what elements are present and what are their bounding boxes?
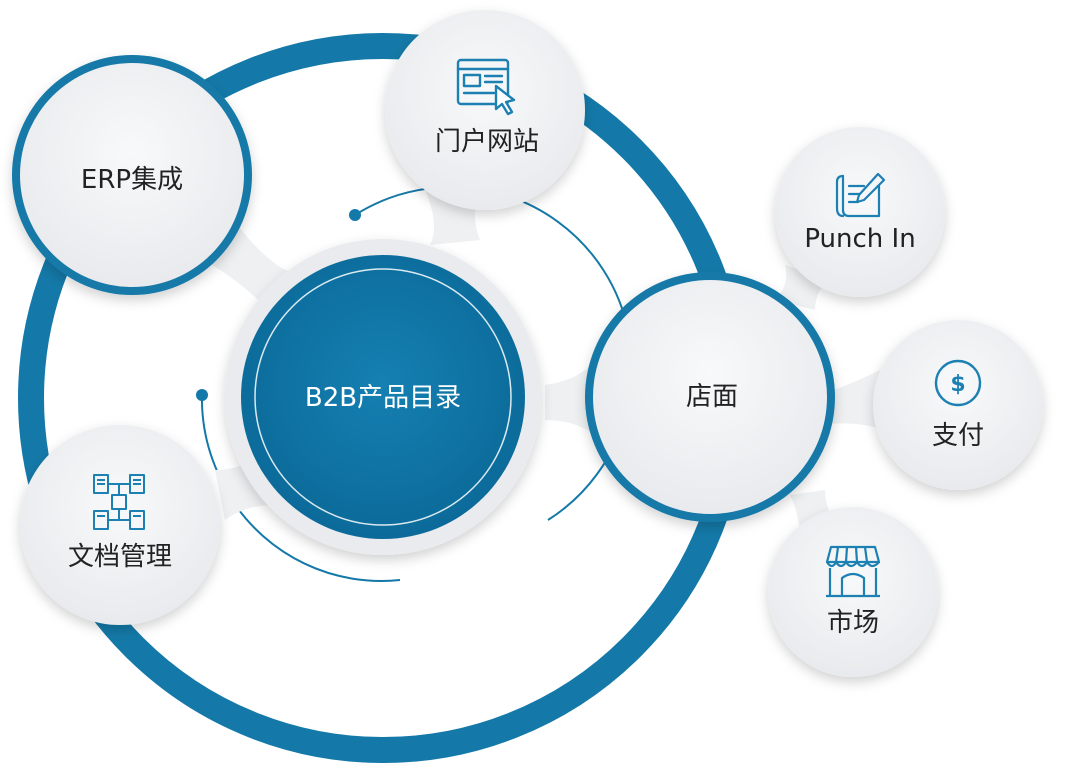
storefront-icon [825,545,881,598]
arc-dot-left [196,389,208,401]
dollar-coin-icon: $ [934,359,982,407]
browser-cursor-icon [456,58,516,116]
contract-pen-icon [835,172,886,218]
node-punchin [775,127,945,297]
arc-dot-top [349,209,361,221]
center-label: B2B产品目录 [305,383,461,413]
svg-text:$: $ [950,372,965,397]
payment-label: 支付 [932,421,984,451]
node-market [768,507,938,677]
docs-label: 文档管理 [68,542,172,572]
portal-label: 门户网站 [435,127,539,157]
erp-label: ERP集成 [81,165,183,195]
market-label: 市场 [827,608,879,638]
node-center [225,239,541,555]
punchin-label: Punch In [804,224,915,254]
node-erp [12,55,252,295]
node-portal [385,10,585,210]
node-store [585,272,835,522]
node-docs [20,425,220,625]
inner-arc-bottom [231,499,401,582]
document-network-icon [93,474,145,530]
store-label: 店面 [686,382,738,412]
